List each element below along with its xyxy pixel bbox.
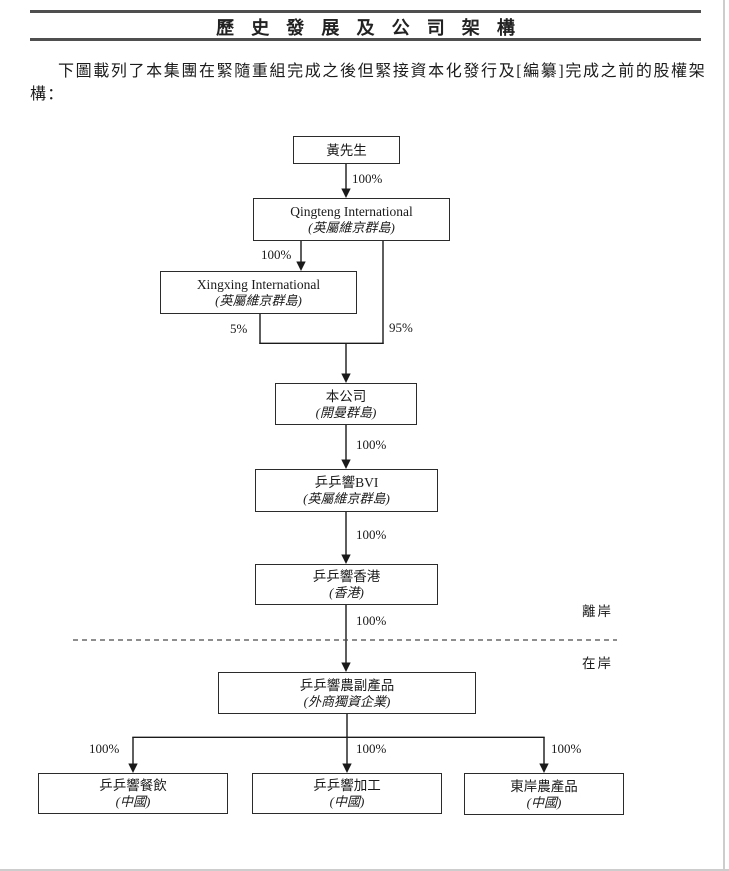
- ownership-label-wfoe-processing: 100%: [356, 741, 387, 756]
- page-edge-bottom: [0, 869, 729, 871]
- jurisdiction-label: (香港): [329, 585, 364, 600]
- ownership-label-wfoe-dongan: 100%: [551, 741, 582, 756]
- node-mr-huang: 黃先生: [293, 136, 400, 164]
- node-dongan-agri-products: 東岸農產品 (中國): [464, 773, 624, 815]
- node-pingpingxiang-hongkong: 乒乒響香港 (香港): [255, 564, 438, 605]
- ownership-label-qingteng-company: 95%: [389, 320, 413, 335]
- company-name: 乒乒響加工: [313, 778, 381, 793]
- jurisdiction-label: (開曼群島): [315, 404, 377, 420]
- onshore-label: 在岸: [582, 656, 613, 671]
- jurisdiction-label: (外商獨資企業): [303, 693, 391, 709]
- edge-company-bvi-arrow: [341, 459, 351, 469]
- jurisdiction-label: (英屬維京群島): [308, 220, 395, 235]
- edge-merge-company-arrow: [341, 373, 351, 383]
- node-pingpingxiang-processing: 乒乒響加工 (中國): [252, 773, 442, 814]
- node-pingpingxiang-agri-products: 乒乒響農副產品 (外商獨資企業): [218, 672, 476, 714]
- edge-bvi-hk-arrow: [341, 554, 351, 564]
- node-the-company: 本公司 (開曼群島): [275, 383, 417, 425]
- edge-hk-wfoe-arrow: [341, 662, 351, 672]
- ownership-label-company-bvi: 100%: [356, 437, 387, 452]
- company-name: Qingteng International: [290, 204, 413, 219]
- title-rule-bottom: [30, 38, 701, 41]
- edge-huang-qingteng-arrow: [341, 188, 351, 198]
- ownership-label-huang-qingteng: 100%: [352, 171, 383, 186]
- title-rule-top: [30, 10, 701, 13]
- company-name: 黃先生: [326, 142, 367, 158]
- page-title: 歷史發展及公司架構: [216, 18, 532, 38]
- ownership-label-qingteng-xingxing: 100%: [261, 247, 292, 262]
- ownership-label-bvi-hk: 100%: [356, 527, 387, 542]
- node-qingteng-international: Qingteng International (英屬維京群島): [253, 198, 450, 241]
- company-name: 乒乒響BVI: [314, 475, 379, 490]
- company-name: 乒乒響香港: [312, 569, 381, 584]
- jurisdiction-label: (英屬維京群島): [303, 491, 390, 506]
- company-name: Xingxing International: [196, 277, 321, 292]
- jurisdiction-label: (中國): [115, 794, 151, 809]
- edge-wfoe-dongan-arrow: [539, 763, 549, 773]
- edge-qingteng-xingxing-arrow: [296, 261, 306, 271]
- ownership-label-xingxing-company: 5%: [230, 321, 248, 336]
- node-xingxing-international: Xingxing International (英屬維京群島): [160, 271, 357, 314]
- jurisdiction-label: (中國): [329, 794, 365, 809]
- node-pingpingxiang-catering: 乒乒響餐飲 (中國): [38, 773, 228, 814]
- offshore-label: 離岸: [582, 604, 613, 619]
- page-edge-right: [723, 0, 725, 871]
- company-name: 乒乒響餐飲: [99, 778, 167, 793]
- jurisdiction-label: (中國): [526, 794, 562, 810]
- company-name: 本公司: [325, 388, 367, 404]
- edge-wfoe-processing-arrow: [342, 763, 352, 773]
- intro-paragraph: 下圖載列了本集團在緊隨重組完成之後但緊接資本化發行及[編纂]完成之前的股權架構：: [30, 63, 706, 103]
- ownership-label-hk-wfoe: 100%: [356, 613, 387, 628]
- jurisdiction-label: (英屬維京群島): [215, 293, 302, 308]
- company-name: 乒乒響農副產品: [299, 677, 395, 693]
- edge-wfoe-catering-arrow: [128, 763, 138, 773]
- node-pingpingxiang-bvi: 乒乒響BVI (英屬維京群島): [255, 469, 438, 512]
- company-name: 東岸農產品: [510, 778, 578, 794]
- ownership-label-wfoe-catering: 100%: [89, 741, 120, 756]
